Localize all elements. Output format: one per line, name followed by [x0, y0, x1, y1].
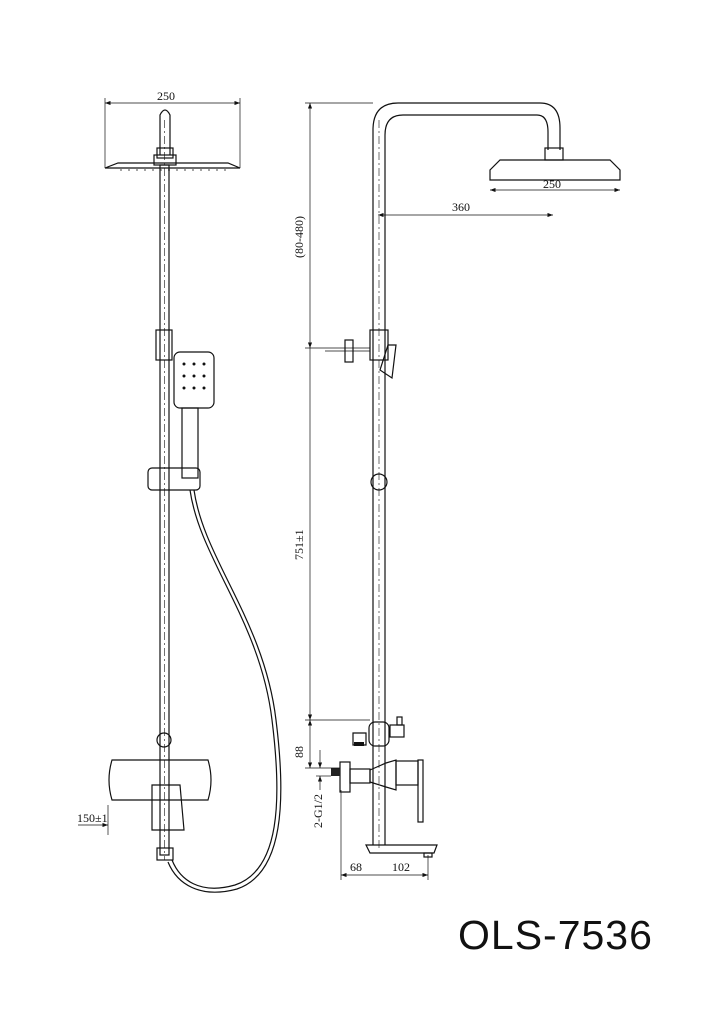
shower-arm-top — [159, 109, 171, 155]
side-diverter — [368, 721, 390, 747]
slide-holder — [147, 467, 201, 491]
diverter-knob — [156, 732, 172, 748]
rain-shower-head — [104, 162, 241, 169]
hand-shower-handle — [181, 407, 199, 479]
model-number: OLS-7536 — [458, 912, 653, 958]
wall-flange — [339, 761, 351, 793]
side-slide-holder — [370, 473, 388, 491]
spout-reach-label: 102 — [392, 860, 410, 874]
side-hand-shower — [379, 344, 397, 380]
mixer-body — [108, 759, 212, 801]
tub-spout — [365, 844, 438, 854]
side-head-width-label: 250 — [543, 177, 561, 191]
side-mixer-body — [369, 759, 397, 791]
side-view: 250 360 (80-480) 751±1 88 — [292, 102, 621, 880]
pipe-connector — [155, 329, 173, 361]
height-adjust-label: (80-480) — [292, 216, 306, 258]
front-mixer-offset-label: 150±1 — [77, 811, 108, 825]
inlet-offset-label: 88 — [292, 746, 306, 758]
wall-depth-label: 68 — [350, 860, 362, 874]
riser-and-arm — [372, 102, 561, 845]
rail-length-label: 751±1 — [292, 529, 306, 560]
hand-shower-head — [173, 351, 215, 409]
front-view: 250 150±1 — [77, 89, 282, 893]
shower-hose — [171, 489, 278, 889]
hose-connector — [156, 847, 174, 861]
side-shower-head — [489, 159, 621, 181]
front-head-width-label: 250 — [157, 89, 175, 103]
inlet-thread-label: 2-G1/2 — [311, 794, 325, 828]
inlet-thread — [331, 768, 340, 776]
arm-reach-label: 360 — [452, 200, 470, 214]
mixer-lever — [151, 784, 185, 831]
side-mixer-lever — [417, 759, 424, 823]
